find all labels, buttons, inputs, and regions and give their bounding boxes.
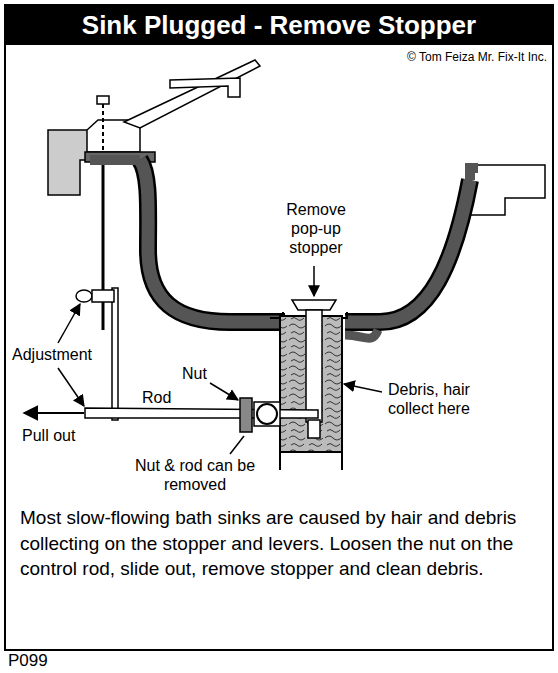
pivot-rod [85, 408, 318, 418]
callout-label: Nut & rod can be removed [118, 456, 272, 494]
leader-line [230, 436, 244, 454]
callout-label: Rod [140, 388, 173, 407]
leader-line [58, 304, 80, 343]
leader-line [313, 266, 315, 296]
countertop [470, 165, 545, 215]
title-bar [5, 5, 553, 45]
frame [5, 5, 553, 650]
spring-clip [92, 290, 114, 302]
drain-pipe [341, 452, 343, 470]
leader-line [344, 384, 382, 392]
callout-label: Remove pop-up stopper [276, 200, 356, 258]
pivot-housing [254, 402, 280, 426]
sink-bowl [140, 160, 470, 322]
callout-label: Adjustment [10, 345, 94, 364]
sink-bowl [140, 160, 470, 322]
leader-line [210, 383, 238, 400]
sink-rim [470, 168, 478, 180]
pull-arrow [24, 412, 84, 414]
caption: Most slow-flowing bath sinks are caused … [20, 505, 542, 582]
faucet [85, 60, 260, 162]
lift-rod [102, 162, 105, 330]
sink-rim [90, 155, 140, 165]
leader-line [58, 368, 84, 406]
drain-pipe [279, 452, 281, 470]
copyright: © Tom Feiza Mr. Fix-It Inc. [330, 50, 549, 64]
pop-up-stopper [292, 300, 336, 310]
overflow [345, 330, 378, 338]
callout-label: Debris, hair collect here [386, 380, 494, 418]
lift-rod [102, 104, 104, 150]
thumbscrew [76, 290, 92, 302]
clevis-strap [112, 288, 118, 420]
figure-number: P099 [6, 651, 50, 671]
stopper-stem [306, 310, 322, 422]
nut [240, 398, 252, 432]
pivot-ball [257, 404, 277, 424]
title: Sink Plugged - Remove Stopper [5, 5, 553, 45]
callout-label: Pull out [20, 426, 77, 445]
stopper-tail [308, 420, 320, 438]
callout-label: Nut [180, 364, 209, 383]
